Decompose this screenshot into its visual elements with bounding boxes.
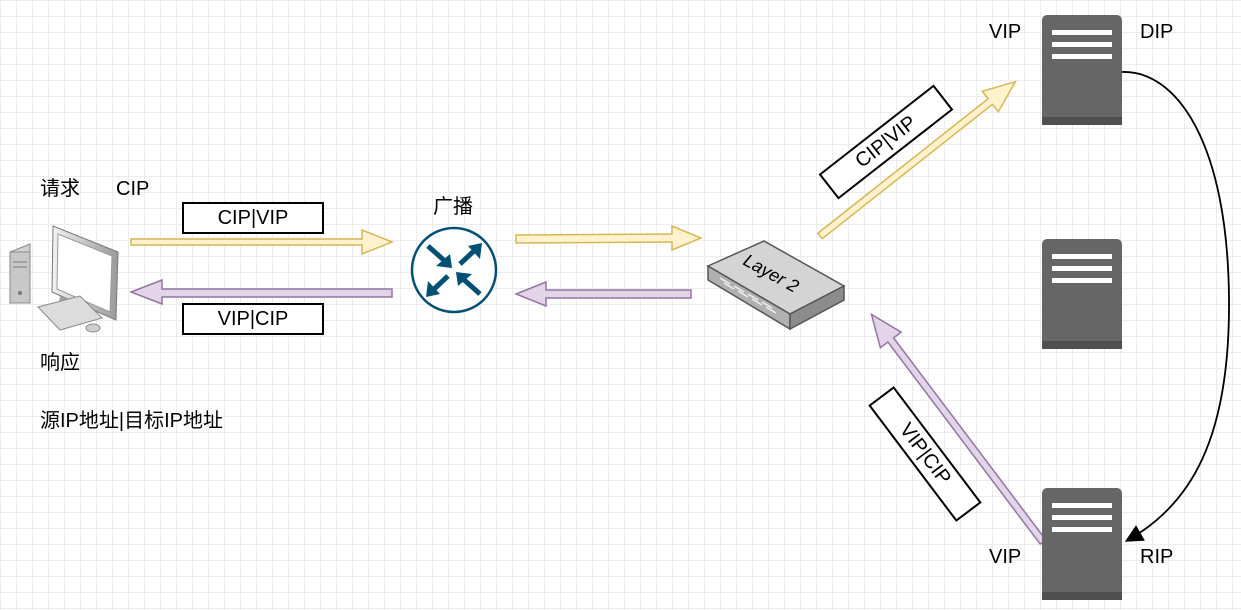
server-bottom-icon [1042,488,1122,600]
server-top-vip-label: VIP [989,21,1022,43]
client-computer-icon [9,225,119,333]
layer2-switch-icon [706,240,846,331]
response-arrow-server-to-switch [870,312,1047,546]
client-ip-label: CIP [116,178,150,200]
server-bottom-rip-label: RIP [1140,546,1174,568]
response-label: 响应 [40,352,80,374]
response-arrow-switch-to-router [513,280,692,308]
broadcast-label: 广播 [433,196,473,218]
response-arrow-router-to-client [128,278,393,306]
server-top-dip-label: DIP [1140,21,1174,43]
legend-label: 源IP地址|目标IP地址 [40,410,223,432]
request-arrow-client-to-router [130,228,395,256]
request-label: 请求 [40,178,80,200]
request-arrow-router-to-switch [515,224,703,252]
response-packet-box: VIP|CIP [182,303,324,335]
server-middle-icon [1042,239,1122,349]
forward-curve-arrow [1121,71,1230,542]
request-packet-box: CIP|VIP [182,202,324,234]
router-icon [410,226,498,314]
server-bottom-vip-label: VIP [989,546,1022,568]
request-arrow-switch-to-server [816,80,1017,240]
server-top-icon [1042,15,1122,125]
